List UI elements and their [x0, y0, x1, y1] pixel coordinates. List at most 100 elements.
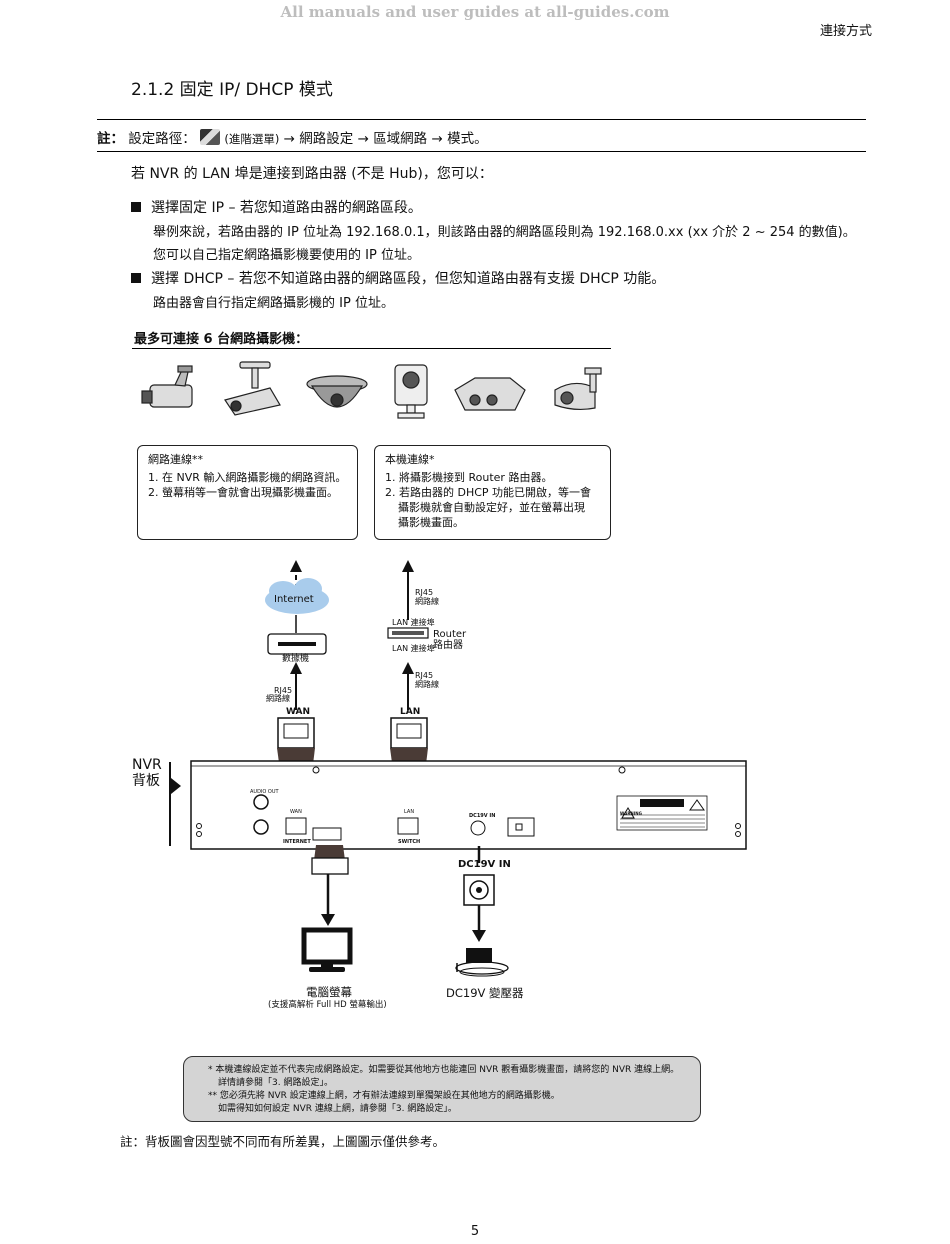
- bullet-static-ip: 選擇固定 IP – 若您知道路由器的網路區段。: [131, 197, 422, 217]
- page-number: 5: [470, 1224, 480, 1239]
- path-step-network: 網路設定: [299, 131, 354, 147]
- arrow-head-icon: [290, 560, 302, 572]
- box-item: 2. 若路由器的 DHCP 功能已開啟，等一會: [385, 486, 592, 499]
- watermark: All manuals and user guides at all-guide…: [280, 3, 670, 21]
- intro-text: 若 NVR 的 LAN 埠是連接到路由器 (不是 Hub)，您可以：: [131, 166, 493, 182]
- panel-dc-label: DC19V IN: [469, 813, 496, 819]
- section-title: 2.1.2 固定 IP/ DHCP 模式: [131, 80, 333, 100]
- footnote-box: * 本機連線設定並不代表完成網路設定。如需要從其他地方也能連回 NVR 觀看攝影…: [183, 1056, 701, 1122]
- lan-label: LAN: [400, 707, 421, 717]
- dc-in-label: DC19V IN: [458, 859, 511, 870]
- bullet-detail: 路由器會自行指定網路攝影機的 IP 位址。: [153, 296, 394, 311]
- hdmi-port: [312, 827, 342, 841]
- back-panel-label: 背板: [132, 773, 160, 789]
- settings-path-note: 註： 設定路徑： (進階選單) → 網路設定 → 區域網路 → 模式。: [97, 119, 866, 152]
- diagram-subheading: 最多可連接 6 台網路攝影機：: [134, 332, 309, 347]
- audio-out-jack: [253, 794, 269, 810]
- pointer-icon: [171, 778, 181, 794]
- modem-label: 數據機: [282, 654, 310, 664]
- rj45-label: RJ45: [274, 686, 293, 695]
- nvr-label: NVR: [132, 757, 162, 773]
- box-item: 2. 螢幕稍等一會就會出現攝影機畫面。: [148, 486, 338, 499]
- warning-label: [616, 795, 708, 831]
- bullet-detail: 舉例來說，若路由器的 IP 位址為 192.168.0.1，則該路由器的網路區段…: [153, 225, 856, 240]
- cable-label: 網路線: [266, 694, 290, 703]
- monitor-icon: [301, 927, 353, 972]
- bullet-dhcp: 選擇 DHCP – 若您不知道路由器的網路區段，但您知道路由器有支援 DHCP …: [131, 268, 665, 288]
- nvr-back-label: NVR 背板: [132, 757, 162, 789]
- box-item: 攝影機畫面。: [398, 516, 464, 529]
- connection-diagram: [166, 560, 747, 977]
- box-item: 1. 在 NVR 輸入網路攝影機的網路資訊。: [148, 471, 347, 484]
- rj45-label: RJ45: [415, 588, 434, 597]
- arrow-head-icon: [290, 662, 302, 674]
- bottom-note: 註：背板圖會因型號不同而有所差異，上圖圖示僅供參考。: [120, 1134, 446, 1149]
- router-label: Router 路由器: [433, 629, 466, 651]
- modem-icon: [267, 633, 327, 655]
- wan-label: WAN: [286, 707, 311, 717]
- cable-label: 網路線: [415, 680, 439, 689]
- path-step-mode: 模式。: [447, 131, 488, 147]
- network-connection-box: 網路連線** 1. 在 NVR 輸入網路攝影機的網路資訊。 2. 螢幕稍等一會就…: [137, 445, 358, 540]
- monitor-sublabel: (支援高解析 Full HD 螢幕輸出): [268, 1000, 387, 1010]
- advanced-settings-icon: [200, 129, 221, 145]
- bullet-square-icon: [131, 273, 141, 283]
- panel-switch-label: SWITCH: [398, 839, 421, 845]
- box-title: 本機連線*: [385, 453, 435, 466]
- advanced-menu-label: (進階選單): [224, 132, 280, 146]
- note-prefix: 設定路徑：: [128, 131, 196, 147]
- footnote-line: ** 您必須先將 NVR 設定連線上網，才有辦法連線到單獨架設在其他地方的網路攝…: [208, 1091, 560, 1101]
- arrow-icon: →: [283, 131, 295, 147]
- monitor-label: 電腦螢幕: [306, 985, 352, 999]
- internet-label: Internet: [274, 594, 314, 605]
- router-icon: [387, 627, 429, 639]
- router-label-zh: 路由器: [433, 640, 463, 651]
- audio-out-jack: [253, 819, 269, 835]
- arrow-icon: →: [431, 131, 443, 147]
- box-item: 攝影機就會自動設定好，並在螢幕出現: [398, 501, 585, 514]
- arrow-head-icon: [402, 560, 414, 572]
- footnote-line: 詳情請參閱「3. 網路設定」。: [218, 1078, 333, 1088]
- arrow-head-icon: [321, 914, 335, 926]
- panel-lan-label: LAN: [404, 809, 415, 815]
- camera-row: [141, 361, 602, 419]
- hdmi-plug: [311, 857, 349, 875]
- bullet-square-icon: [131, 202, 141, 212]
- panel-wan-label: WAN: [290, 809, 302, 815]
- router-label-en: Router: [433, 629, 467, 640]
- dc-in-port: [470, 820, 486, 836]
- divider: [132, 348, 611, 349]
- bullet-title: 選擇固定 IP – 若您知道路由器的網路區段。: [151, 200, 422, 216]
- footnote-line: 如需得知如何設定 NVR 連線上網，請參閱「3. 網路設定」。: [218, 1104, 457, 1114]
- internet-cloud-icon: [265, 578, 329, 614]
- dome-camera-icon: [306, 375, 368, 408]
- note-label: 註：: [97, 131, 124, 147]
- box-title: 網路連線**: [148, 453, 203, 466]
- footnote-line: * 本機連線設定並不代表完成網路設定。如需要從其他地方也能連回 NVR 觀看攝影…: [208, 1065, 680, 1075]
- outdoor-camera-icon: [554, 367, 602, 411]
- panel-wan-port: [285, 817, 307, 835]
- local-connection-box: 本機連線* 1. 將攝影機接到 Router 路由器。 2. 若路由器的 DHC…: [374, 445, 611, 540]
- warning-label-text: WARNING: [620, 811, 642, 816]
- panel-lan-port: [397, 817, 419, 835]
- bullet-detail: 您可以自己指定網路攝影機要使用的 IP 位址。: [153, 248, 420, 263]
- lan-port-label: LAN 連接埠: [392, 644, 435, 653]
- cable-label: 網路線: [415, 597, 439, 606]
- box-item: 1. 將攝影機接到 Router 路由器。: [385, 471, 553, 484]
- adapter-label: DC19V 變壓器: [446, 986, 524, 1000]
- lan-port-label: LAN 連接埠: [392, 618, 435, 627]
- bullet-title: 選擇 DHCP – 若您不知道路由器的網路區段，但您知道路由器有支援 DHCP …: [151, 271, 666, 287]
- cube-camera-icon: [394, 364, 428, 419]
- power-adapter-icon: [455, 948, 509, 977]
- rj45-label: RJ45: [415, 671, 434, 680]
- audio-out-label: AUDIO OUT: [250, 789, 279, 795]
- arrow-head-icon: [472, 930, 486, 942]
- chapter-header: 連接方式: [819, 24, 872, 39]
- ceiling-camera-icon: [224, 361, 281, 416]
- arrow-icon: →: [357, 131, 369, 147]
- panel-internet-label: INTERNET: [283, 839, 311, 845]
- path-step-lan: 區域網路: [373, 131, 428, 147]
- arrow-head-icon: [402, 662, 414, 674]
- bullet-camera-icon: [141, 365, 193, 408]
- box-camera-icon: [454, 377, 526, 411]
